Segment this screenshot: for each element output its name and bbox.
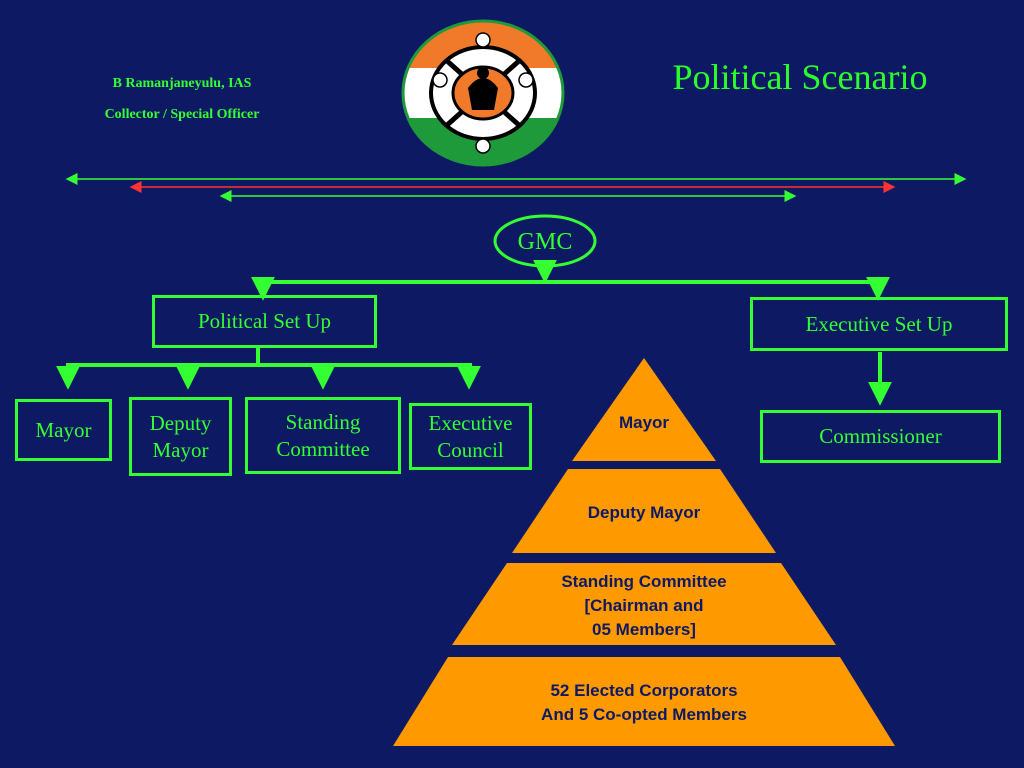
standing-committee-label: Standing Committee: [276, 410, 370, 461]
pyramid-label-1: Mayor: [618, 413, 670, 432]
pyramid-level-1: [572, 358, 716, 461]
pyramid-level-4: [393, 657, 895, 746]
pyramid-level-3: [452, 563, 836, 645]
executive-council-label: Executive Council: [428, 411, 513, 462]
commissioner-label: Commissioner: [819, 424, 942, 449]
gmc-node: GMC: [495, 220, 595, 264]
executive-setup-node: Executive Set Up: [750, 297, 1008, 351]
standing-committee-node: Standing Committee: [245, 397, 401, 474]
pyramid-label-2: Deputy Mayor: [587, 503, 701, 522]
political-setup-label: Political Set Up: [198, 309, 331, 334]
pyramid-label-3: Standing Committee [Chairman and 05 Memb…: [561, 572, 727, 639]
political-setup-node: Political Set Up: [152, 295, 377, 348]
municipal-seal-icon: [401, 19, 565, 167]
deputy-mayor-node: Deputy Mayor: [129, 397, 232, 476]
author-name: B Ramanjaneyulu, IAS: [112, 76, 252, 91]
executive-setup-label: Executive Set Up: [805, 311, 953, 336]
pyramid-label-4: 52 Elected Corporators And 5 Co-opted Me…: [541, 681, 747, 724]
slide-title: Political Scenario: [672, 57, 928, 97]
deputy-mayor-label: Deputy Mayor: [149, 411, 212, 462]
commissioner-node: Commissioner: [760, 410, 1001, 463]
mayor-node: Mayor: [15, 399, 112, 461]
gmc-oval: [493, 214, 597, 268]
gmc-label: GMC: [517, 229, 573, 255]
mayor-label: Mayor: [35, 417, 92, 442]
pyramid-level-2: [512, 469, 776, 553]
author-role: Collector / Special Officer: [104, 107, 260, 122]
executive-council-node: Executive Council: [409, 403, 532, 470]
